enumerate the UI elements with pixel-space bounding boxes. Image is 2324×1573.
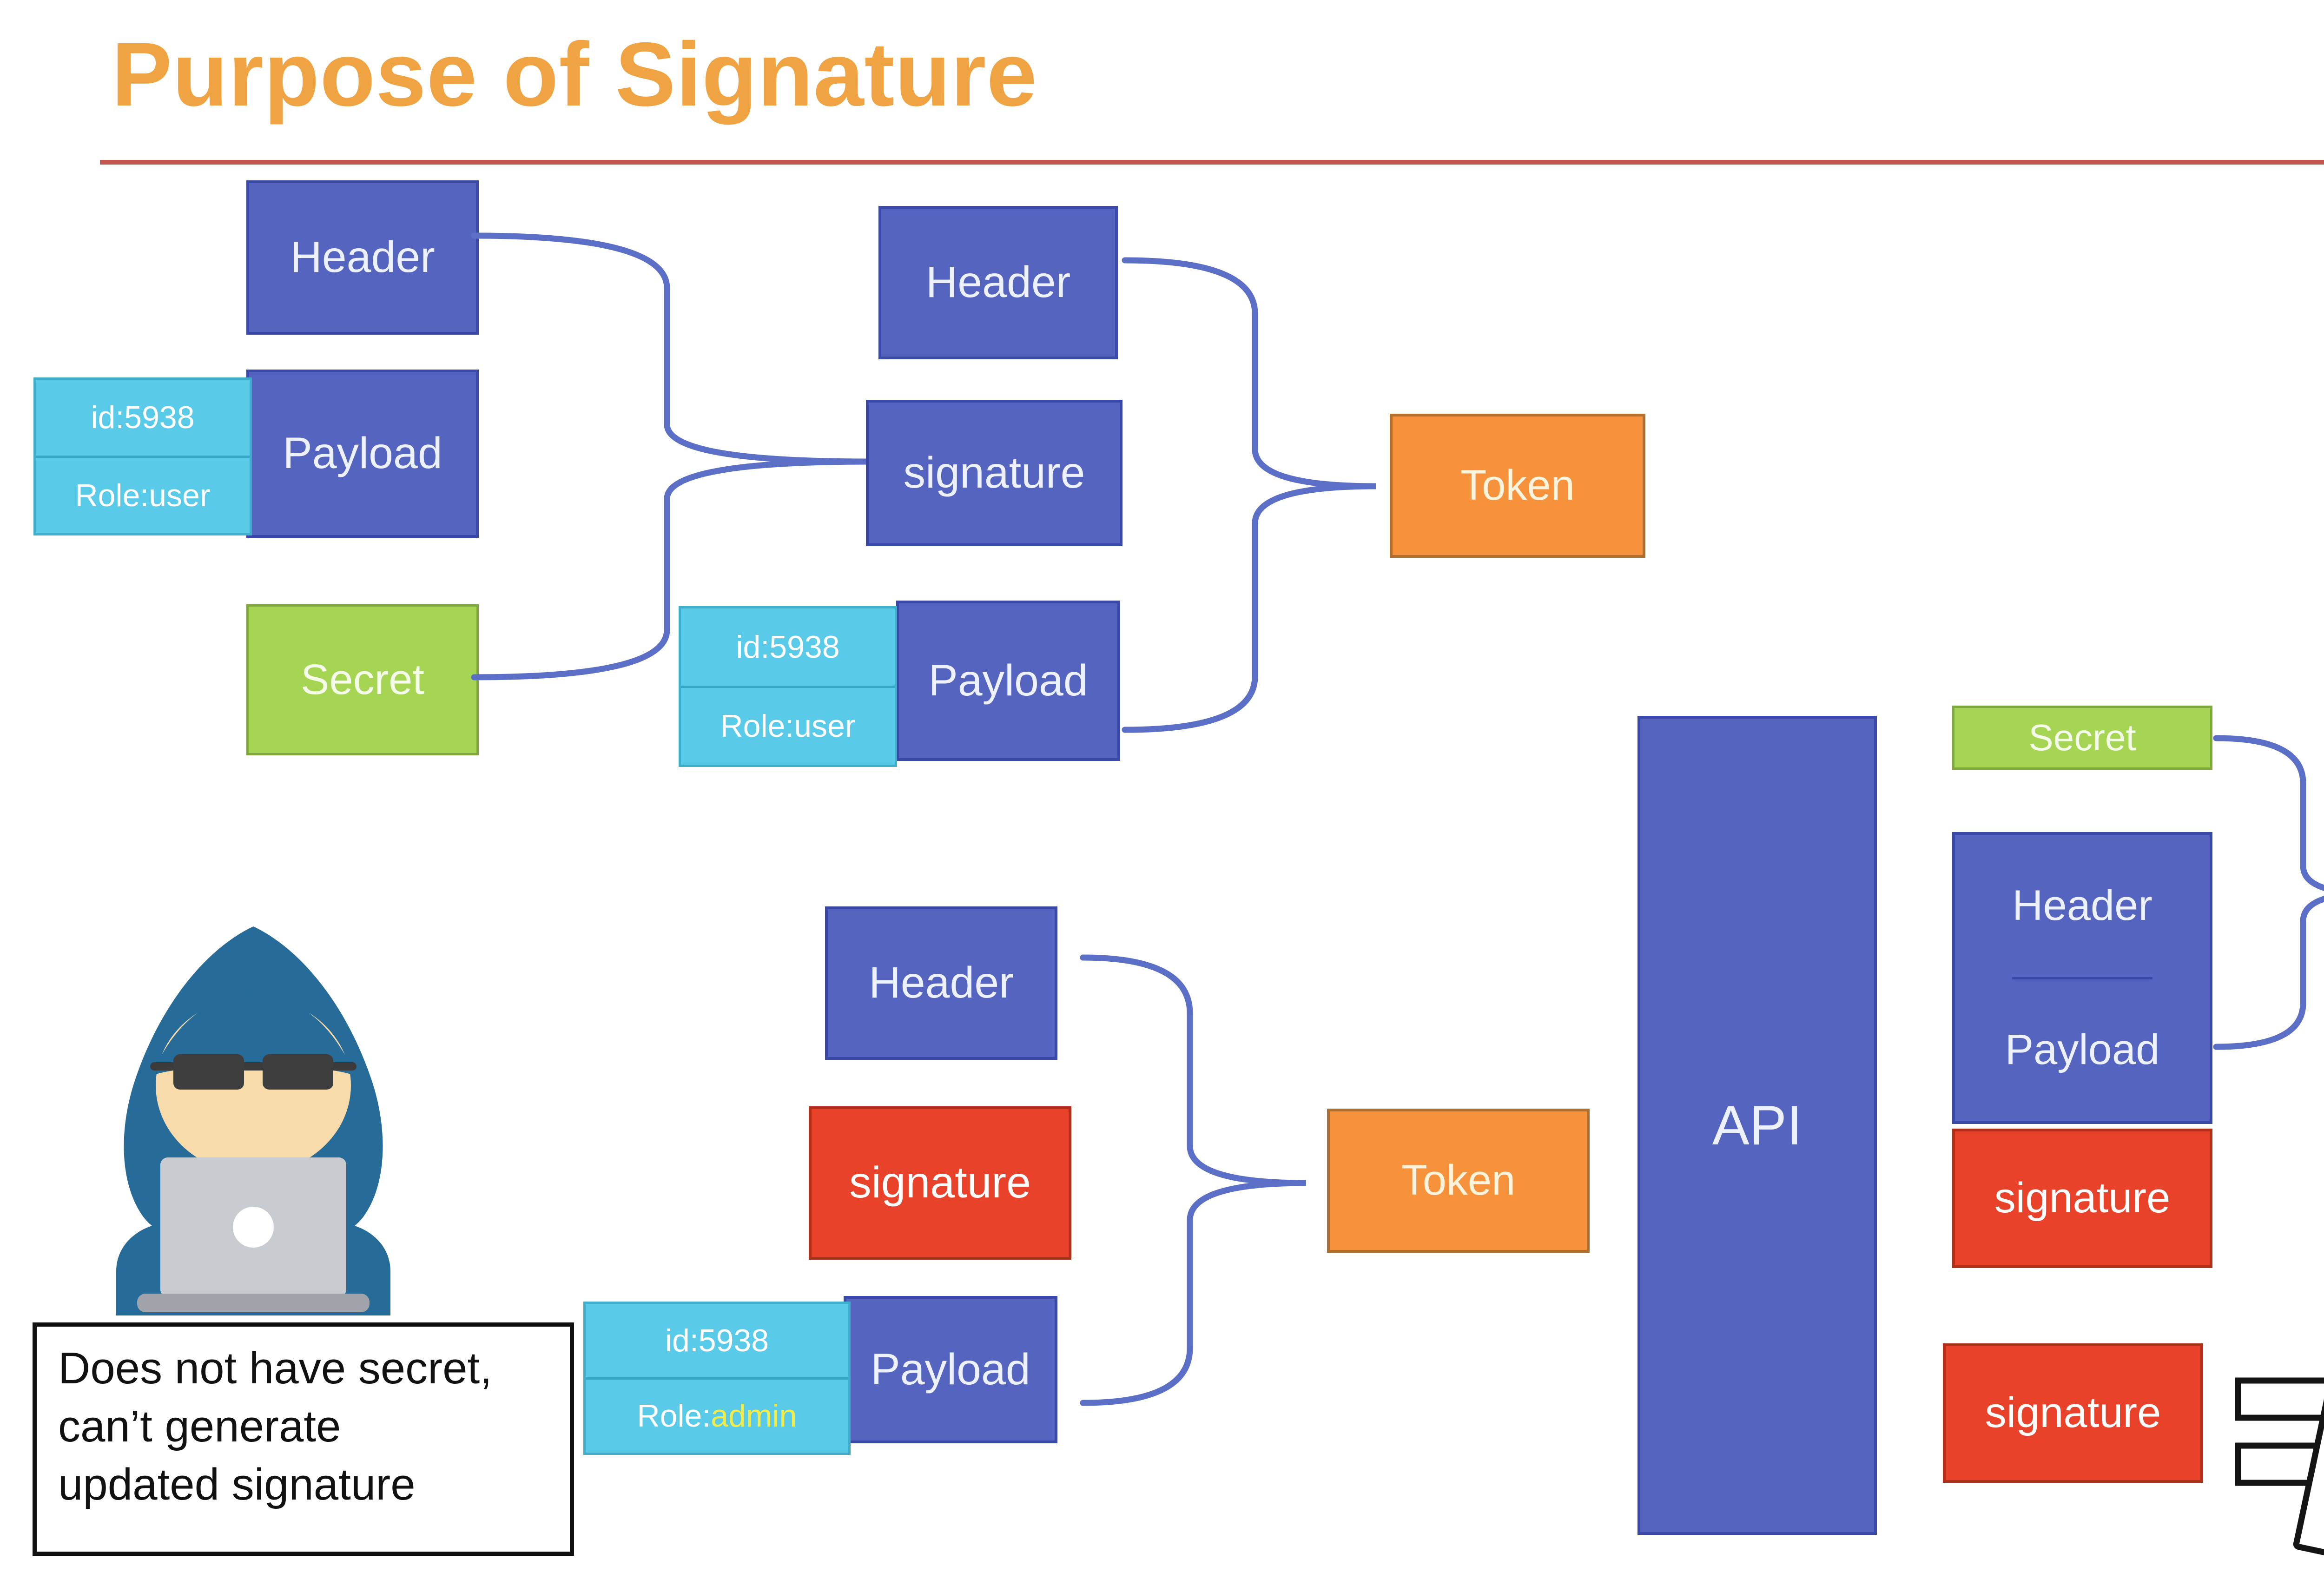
claim-role-row: Role:user: [720, 708, 856, 744]
page-title: Purpose of Signature: [112, 24, 1037, 125]
signature-box-api-received: signature: [1952, 1129, 2212, 1268]
hacker-icon: [116, 926, 390, 1315]
note-line: updated signature: [58, 1459, 416, 1509]
note-line: Does not have secret,: [58, 1343, 492, 1393]
title-underline: [100, 160, 2324, 165]
secret-box-api: Secret: [1952, 706, 2212, 770]
claims-box-source: id:5938 Role:user: [33, 377, 252, 535]
payload-box-source: Payload: [246, 370, 479, 538]
payload-box-jwt: Payload: [896, 601, 1120, 761]
claim-id-row: id:5938: [36, 380, 250, 458]
claim-role-row: Role:admin: [637, 1398, 797, 1434]
brace-hacker-jwt-to-token: [1080, 954, 1307, 1406]
claim-role-row: Role:user: [75, 477, 211, 513]
claims-box-hacker: id:5938 Role:admin: [583, 1302, 851, 1455]
hacker-note-box: Does not have secret, can’t generate upd…: [33, 1322, 574, 1556]
brace-jwt-to-token: [1122, 257, 1376, 733]
token-box-legit: Token: [1390, 414, 1645, 558]
header-payload-block-api: Header Payload: [1952, 832, 2212, 1124]
claim-id-row: id:5938: [681, 608, 895, 688]
signature-box-jwt: signature: [866, 400, 1122, 546]
payload-half: Payload: [2005, 1026, 2160, 1074]
header-half: Header: [2012, 835, 2152, 979]
secret-box-source: Secret: [246, 604, 479, 755]
signature-box-compare: signature: [1943, 1343, 2203, 1483]
not-equal-icon: [2235, 1297, 2324, 1556]
header-box-source: Header: [246, 180, 479, 335]
token-box-hacker: Token: [1327, 1109, 1590, 1253]
payload-box-hacker: Payload: [844, 1296, 1057, 1443]
claim-id-row: id:5938: [586, 1304, 848, 1380]
api-box: API: [1637, 716, 1877, 1535]
brace-api-to-test-signature: [2213, 735, 2324, 1050]
note-line: can’t generate: [58, 1401, 341, 1451]
claims-box-jwt: id:5938 Role:user: [679, 606, 897, 767]
tampered-role-value: admin: [711, 1398, 797, 1434]
header-box-hacker: Header: [825, 906, 1057, 1060]
signature-box-hacker-old: signature: [809, 1106, 1071, 1260]
header-box-jwt: Header: [878, 206, 1118, 359]
